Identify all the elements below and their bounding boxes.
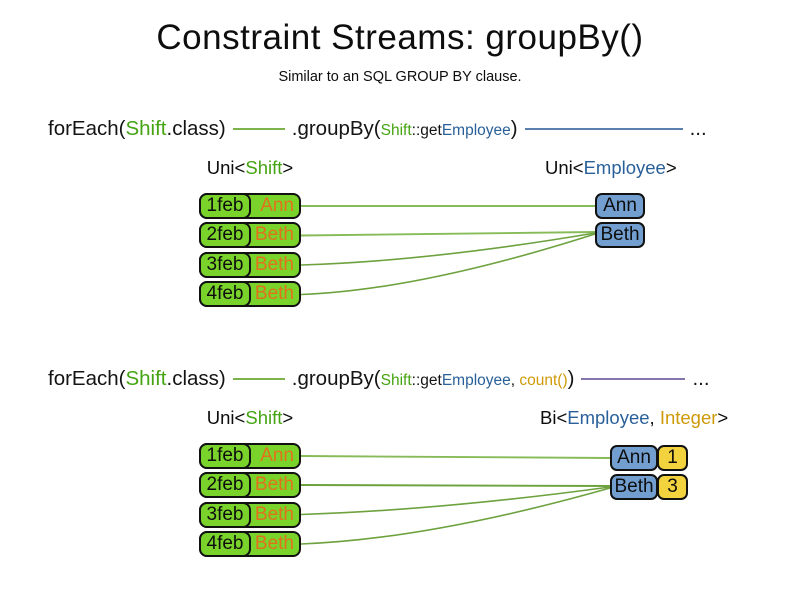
group-box-ann: Ann — [595, 193, 645, 219]
group-link-line — [300, 484, 611, 487]
shift-row: Beth 2feb — [199, 472, 301, 498]
stream-connector-green — [232, 128, 285, 130]
uni-employee-label: Uni<Employee> — [545, 157, 677, 178]
shift-name-cell: Ann — [260, 445, 294, 466]
foreach-call: forEach(Shift.class) — [48, 117, 226, 140]
group-link-line — [300, 487, 611, 545]
count-box-ann: 1 — [657, 445, 688, 471]
group-link-line — [300, 232, 596, 266]
shift-name-cell: Beth — [254, 283, 294, 304]
shift-date-cell: 3feb — [199, 502, 251, 528]
uni-shift-label-1: Uni<Shift> — [206, 157, 294, 178]
group-box-ann: Ann — [610, 445, 658, 471]
groupby-call: .groupBy(Shift::getEmployee, count()) — [291, 367, 575, 390]
shift-date-cell: 4feb — [199, 281, 251, 307]
group-link-line — [300, 455, 611, 459]
shift-date-cell: 1feb — [199, 443, 251, 469]
shift-name-cell: Beth — [254, 533, 294, 554]
shift-name-cell: Ann — [260, 195, 294, 216]
group-box-beth: Beth — [610, 474, 658, 500]
stream-connector-purple — [581, 378, 686, 380]
foreach-call: forEach(Shift.class) — [48, 367, 226, 390]
stream-connector-green — [232, 378, 285, 380]
code-line-2: forEach(Shift.class) .groupBy(Shift::get… — [48, 367, 710, 391]
shift-row: Beth 4feb — [199, 531, 301, 557]
count-box-beth: 3 — [657, 474, 688, 500]
code-line-1: forEach(Shift.class) .groupBy(Shift::get… — [48, 117, 707, 141]
stream-connector-blue — [524, 128, 683, 130]
page-title: Constraint Streams: groupBy() — [156, 18, 644, 57]
shift-name-cell: Beth — [254, 254, 294, 275]
group-box-beth: Beth — [595, 222, 645, 248]
ellipsis-text: ... — [692, 367, 710, 390]
shift-row: Ann 1feb — [199, 443, 301, 469]
shift-date-cell: 2feb — [199, 472, 251, 498]
shift-name-cell: Beth — [254, 504, 294, 525]
uni-shift-label-2: Uni<Shift> — [206, 407, 294, 428]
bi-employee-integer-label: Bi<Employee, Integer> — [540, 407, 729, 428]
shift-row: Beth 3feb — [199, 252, 301, 278]
group-link-line — [300, 231, 596, 237]
shift-row: Beth 4feb — [199, 281, 301, 307]
ellipsis-text: ... — [689, 117, 707, 140]
shift-row: Beth 3feb — [199, 502, 301, 528]
group-link-line — [300, 233, 596, 296]
shift-date-cell: 1feb — [199, 193, 251, 219]
shift-row: Beth 2feb — [199, 222, 301, 248]
groupby-call: .groupBy(Shift::getEmployee) — [291, 117, 518, 140]
shift-date-cell: 3feb — [199, 252, 251, 278]
group-link-line — [300, 486, 611, 516]
shift-date-cell: 4feb — [199, 531, 251, 557]
shift-name-cell: Beth — [254, 224, 294, 245]
shift-row: Ann 1feb — [199, 193, 301, 219]
shift-date-cell: 2feb — [199, 222, 251, 248]
shift-name-cell: Beth — [254, 474, 294, 495]
page-subtitle: Similar to an SQL GROUP BY clause. — [278, 69, 522, 85]
